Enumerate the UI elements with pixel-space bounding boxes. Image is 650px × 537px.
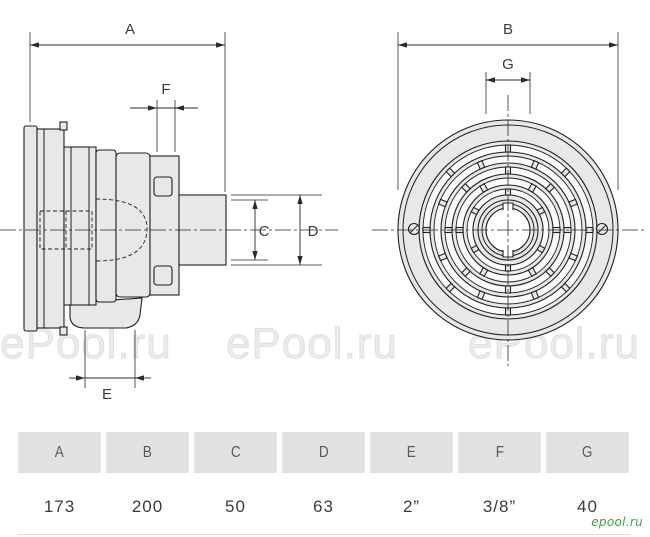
header-cell: A [18,432,101,473]
grating-rib [445,167,456,178]
front-view: B G [372,21,645,366]
screw-left [407,222,421,236]
grating-rib [545,267,556,278]
grating-rib [476,290,486,301]
value-cell: 3/8” [458,490,541,524]
grating-rib [470,244,480,254]
grating-rib [445,282,456,293]
grating-rib [479,182,489,194]
side-view: A F C D [0,21,338,403]
header-cell: G [546,432,629,473]
dimension-a: A [29,21,226,192]
header-cell: F [458,432,541,473]
watermark-text: ePool.ru [226,319,398,368]
bolt-top [153,176,173,197]
value-text: 173 [43,497,76,516]
grating-rib [460,267,471,278]
grating-rib [479,266,489,278]
grating-rib [476,159,486,170]
header-label: C [230,443,241,461]
flange-clip-bottom [59,326,68,336]
value-text: 2” [402,497,421,516]
header-cell: B [106,432,189,473]
value-cell: 2” [370,490,453,524]
value-cell: 50 [194,490,277,524]
grating-rib [437,252,448,262]
grating-rib [560,282,571,293]
screw-right [595,222,609,236]
screw-slot [410,225,418,233]
dimension-label-d: D [308,223,319,240]
header-label: F [495,443,504,461]
header-label: A [54,443,65,461]
housing [115,152,151,298]
dimension-table-values: 173 200 50 63 2” 3/8” 40 [18,490,630,524]
grating-rib [568,198,579,208]
table-bottom-divider [18,534,630,535]
value-text: 3/8” [482,497,517,516]
header-cell: D [282,432,365,473]
value-cell: 40 [546,490,629,524]
dimension-label-a: A [125,21,135,38]
grating-rib [460,182,471,193]
dimension-g: G [485,56,531,114]
dimension-e: E [69,330,151,403]
bolt-bottom [153,265,173,286]
watermarks: ePool.ru ePool.ru ePool.ru [0,319,639,369]
value-cell: 173 [18,490,101,524]
dimension-label-c: C [259,223,270,240]
dimension-label-f: F [161,81,170,98]
grating-rib [437,198,448,208]
body-collar [95,149,117,303]
header-label: E [406,443,417,461]
header-label: D [318,443,329,461]
dimension-f: F [130,81,198,152]
value-text: 63 [313,497,334,516]
dimension-label-b: B [503,21,513,38]
header-cell: C [194,432,277,473]
dimension-b: B [397,21,619,190]
value-text: 50 [225,497,246,516]
grating-rib [530,159,540,170]
dimension-label-e: E [102,386,112,403]
value-cell: 63 [282,490,365,524]
dimension-c: C [231,199,270,261]
grating-rib [545,182,556,193]
header-label: B [142,443,153,461]
header-cell: E [370,432,453,473]
grating-rib [470,206,480,216]
technical-drawing: ePool.ru ePool.ru ePool.ru A [0,21,645,403]
flange-clip-top [59,121,68,131]
screw-slot [598,225,606,233]
flange-outer [23,125,38,332]
grating-rib [530,290,540,301]
dimension-table-header: A B C D E F G [18,432,630,473]
dimension-d: D [231,194,322,266]
body-section [63,146,97,306]
grating-rib [536,206,546,216]
value-text: 200 [131,497,164,516]
grating-rib [536,244,546,254]
dimension-label-g: G [502,56,514,73]
grating-rib [568,252,579,262]
grating-rib [527,266,537,278]
header-label: G [582,443,593,461]
value-text: 40 [577,497,598,516]
brand-logo: epool.ru [591,515,643,529]
flange-gasket [36,128,65,329]
grating-rib [560,167,571,178]
value-cell: 200 [106,490,189,524]
grating-rib [527,182,537,194]
